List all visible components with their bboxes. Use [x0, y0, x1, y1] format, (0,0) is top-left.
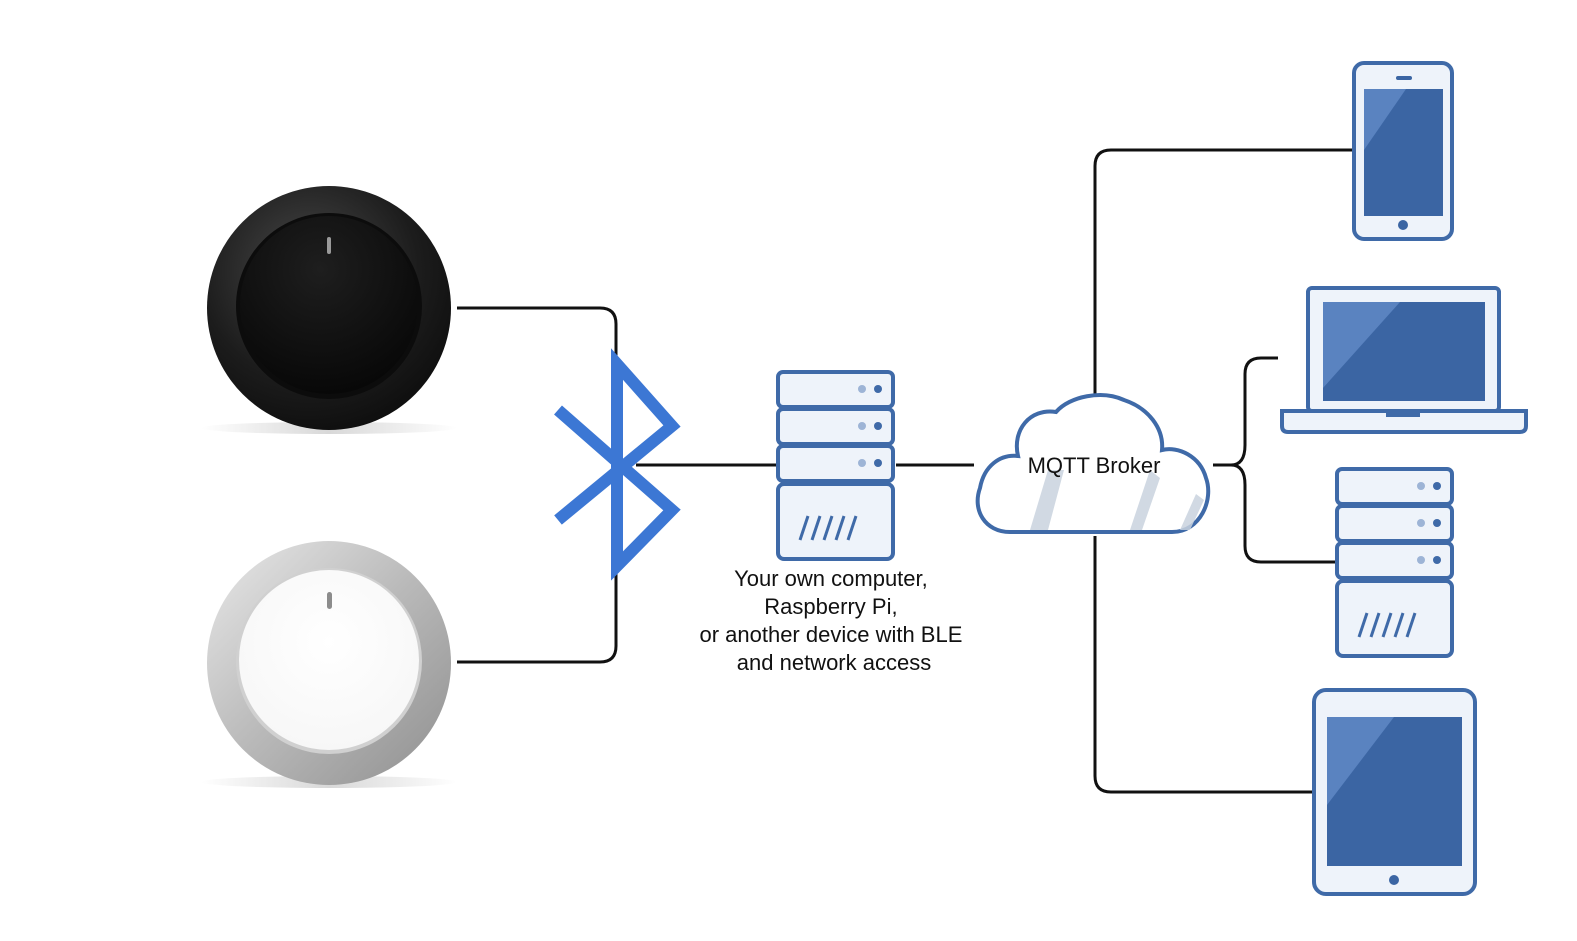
computer-caption-line-1: Your own computer, [734, 566, 928, 591]
computer-caption-line-2: Raspberry Pi, [764, 594, 897, 619]
bluetooth-icon [554, 348, 681, 581]
line-broker-to-tablet [1093, 536, 1312, 794]
bracket-laptop-server [1230, 356, 1335, 564]
server-icon [1335, 467, 1454, 658]
computer-caption: Your own computer, Raspberry Pi, or anot… [699, 566, 968, 675]
silver-rotary-knob-icon [201, 541, 457, 788]
computer-caption-line-3: or another device with BLE [699, 622, 962, 647]
tablet-icon [1312, 688, 1477, 896]
broker-label: MQTT Broker [1028, 453, 1161, 478]
computer-caption-line-4: and network access [737, 650, 931, 675]
line-silver-knob-to-bluetooth [457, 566, 618, 664]
cloud-icon [975, 393, 1211, 534]
black-rotary-knob-icon [201, 186, 457, 434]
line-broker-to-phone [1093, 148, 1352, 396]
smartphone-icon [1352, 61, 1454, 241]
connector-lines [457, 148, 1352, 794]
line-black-knob-to-bluetooth [457, 306, 618, 372]
computer-server-icon [776, 370, 895, 561]
laptop-icon [1280, 286, 1528, 434]
